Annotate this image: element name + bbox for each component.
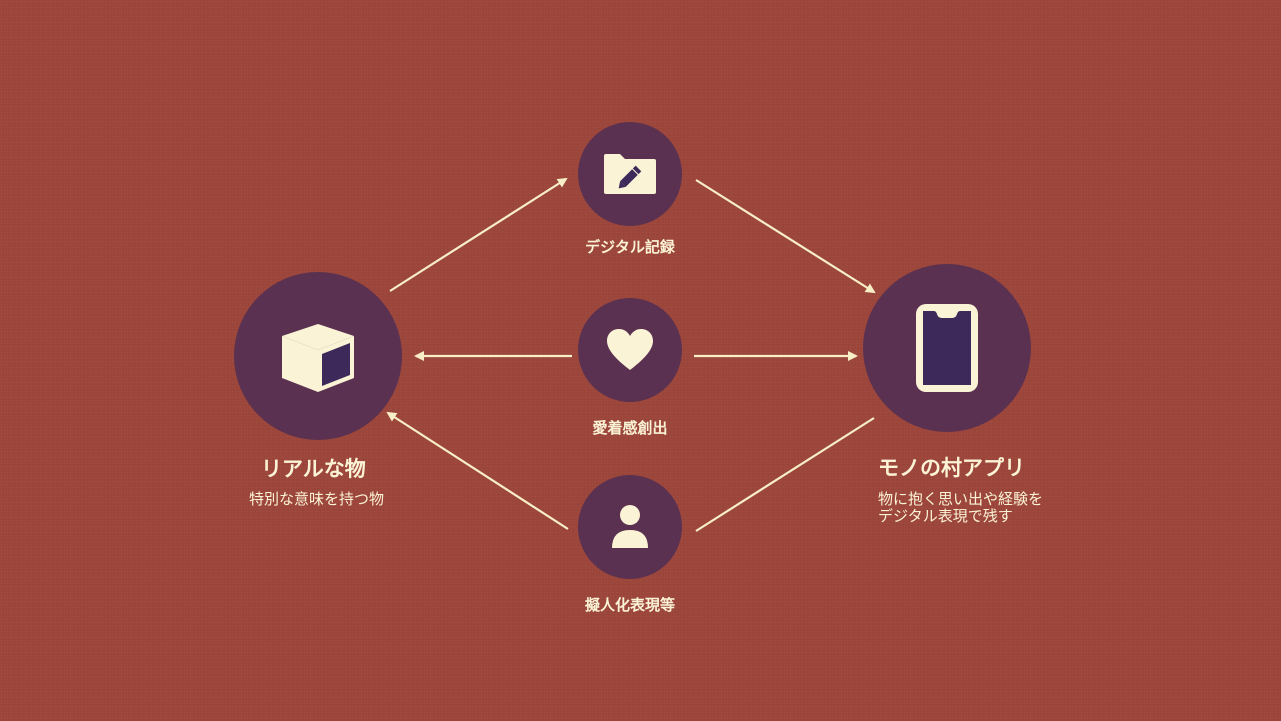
real-object-subtitle: 特別な意味を持つ物 bbox=[249, 490, 385, 508]
mono-app-description-line1: 物に抱く思い出や経験を bbox=[878, 490, 1044, 508]
mono-app-description: 物に抱く思い出や経験を デジタル表現で残す bbox=[878, 491, 1043, 525]
line-app-to-person bbox=[695, 417, 875, 532]
mono-app-title: モノの村アプリ bbox=[878, 456, 1025, 480]
arrow-person-to-real bbox=[386, 411, 569, 530]
personification-label: 擬人化表現等 bbox=[584, 596, 675, 614]
mono-app-node bbox=[863, 264, 1031, 432]
arrow-digital-to-app bbox=[695, 179, 876, 294]
smartphone-icon bbox=[916, 304, 978, 392]
cube-icon bbox=[282, 324, 354, 392]
heart-icon bbox=[607, 329, 653, 370]
mono-app-description-line2: デジタル表現で残す bbox=[878, 507, 1013, 525]
personification-node bbox=[578, 475, 682, 579]
digital-record-node bbox=[578, 122, 682, 226]
attachment-node bbox=[578, 298, 682, 402]
arrow-real-to-digital bbox=[389, 177, 568, 292]
real-object-title: リアルな物 bbox=[261, 457, 366, 481]
folder-edit-icon bbox=[604, 154, 656, 194]
attachment-label: 愛着感創出 bbox=[592, 419, 668, 437]
digital-record-label: デジタル記録 bbox=[585, 238, 675, 256]
real-object-node bbox=[234, 272, 402, 440]
person-icon bbox=[612, 505, 648, 548]
